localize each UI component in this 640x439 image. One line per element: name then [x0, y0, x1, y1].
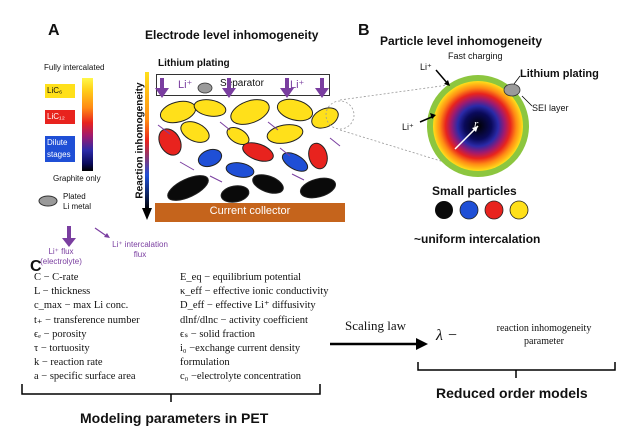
legend-plated-2: Li metal: [63, 202, 92, 211]
legend-plated-li-metal: Plated Li metal: [63, 192, 91, 212]
reaction-inhomogeneity-arrow: [142, 72, 152, 220]
param-left-2: c_max − max Li conc.: [34, 300, 129, 312]
modeling-parameters-label: Modeling parameters in PET: [80, 410, 269, 426]
legend-dilute-stages-text: Dilute stages: [47, 138, 71, 159]
small-particles-label: Small particles: [432, 184, 517, 198]
large-particle: [419, 69, 533, 177]
li-intercalation-arrow-icon: [94, 227, 110, 238]
legend-plated-1: Plated: [63, 192, 86, 201]
params-right-list: E_eq − equilibrium potential κ_eff − eff…: [180, 271, 328, 385]
param-left-4: ϵₑ − porosity: [34, 328, 87, 340]
legend-fully-intercalated: Fully intercalated: [44, 63, 105, 72]
legend-lic12: LiC₁₂: [45, 110, 75, 124]
reduced-order-models-label: Reduced order models: [436, 385, 588, 401]
lithium-plating-label-a: Lithium plating: [158, 58, 230, 69]
sei-layer-label: SEI layer: [532, 103, 569, 113]
param-left-0: C − C-rate: [34, 272, 79, 283]
legend-lic6: LiC₆: [45, 84, 75, 98]
legend-li-flux-2: (electrolyte): [40, 257, 82, 266]
li-flux-arrow-icon: [62, 226, 76, 247]
param-right-3: dlnf/dlnc − activity coefficient: [180, 314, 308, 326]
li-plus-left: Li⁺: [178, 79, 193, 91]
param-right-7: c₀ −electrolyte concentration: [180, 371, 301, 383]
lambda-desc-2: parameter: [524, 336, 564, 347]
plated-li-metal-icon: [38, 195, 58, 207]
panel-b-letter: B: [358, 22, 370, 39]
legend-li-intercalation: Li⁺ intercalation flux: [102, 240, 178, 260]
separator-label: Separator: [220, 78, 264, 89]
li-plus-top-b: Li⁺: [420, 62, 432, 72]
lithium-plating-label-b: Lithium plating: [520, 68, 599, 80]
fast-charging-label: Fast charging: [448, 51, 503, 61]
legend-li-flux-1: Li⁺ flux: [48, 247, 74, 256]
param-left-5: τ − tortuosity: [34, 343, 90, 355]
lambda-desc-1: reaction inhomogeneity: [496, 323, 592, 334]
legend-graphite-only: Graphite only: [53, 174, 101, 183]
uniform-intercalation-label: ~uniform intercalation: [414, 232, 541, 246]
legend-dilute-stages: Dilute stages: [45, 136, 75, 162]
legend-li-flux: Li⁺ flux (electrolyte): [33, 247, 89, 267]
legend-li-intercalation-2: flux: [133, 250, 147, 259]
param-left-3: t₊ − transference number: [34, 314, 140, 326]
scaling-law-label: Scaling law: [345, 318, 407, 333]
param-right-5: i₀ −exchange current density: [180, 343, 301, 355]
lambda-symbol: λ −: [436, 327, 458, 344]
param-right-4: ϵₛ − solid fraction: [180, 328, 256, 340]
electrode-particles: [155, 78, 341, 203]
current-collector-label: Current collector: [209, 205, 291, 217]
param-left-7: a − specific surface area: [34, 371, 136, 383]
panel-c-letter: C: [30, 258, 42, 275]
param-left-6: k − reaction rate: [34, 357, 103, 369]
panel-a-letter: A: [48, 22, 60, 39]
panel-b-title: Particle level inhomogeneity: [380, 34, 543, 48]
param-left-1: L − thickness: [34, 286, 91, 298]
params-left-list: C − C-rate L − thickness c_max − max Li …: [34, 271, 140, 385]
panel-a-title: Electrode level inhomogeneity: [145, 28, 319, 42]
scaling-law-arrow: [330, 338, 428, 350]
lambda-description: reaction inhomogeneity parameter: [474, 322, 614, 348]
legend-li-intercalation-1: Li⁺ intercalation: [112, 240, 168, 249]
current-collector: [155, 203, 345, 222]
param-right-0: E_eq − equilibrium potential: [180, 272, 302, 283]
param-right-6: formulation: [180, 357, 230, 369]
colorbar: [82, 78, 93, 171]
li-plus-left-b: Li⁺: [402, 122, 414, 132]
small-particles: [435, 200, 529, 220]
r-label: r: [474, 118, 479, 130]
param-right-2: D_eff − effective Li⁺ diffusivity: [180, 300, 316, 312]
param-right-1: κ_eff − effective ionic conductivity: [180, 286, 329, 298]
